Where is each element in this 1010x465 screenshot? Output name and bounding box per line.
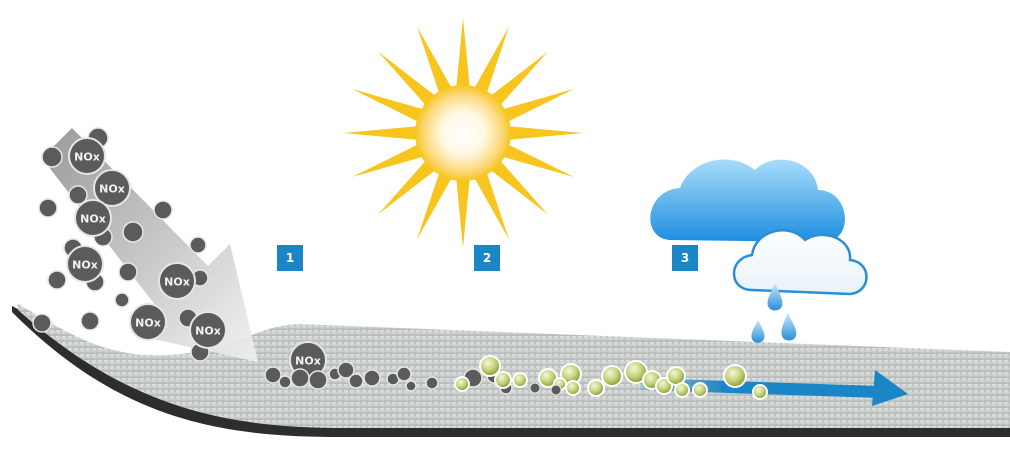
nox-particle bbox=[32, 313, 52, 333]
nox-molecule-circle bbox=[129, 303, 167, 341]
sun-ray bbox=[456, 18, 470, 88]
nox-molecule-circle bbox=[93, 169, 131, 207]
nox-label: NOx bbox=[74, 151, 100, 164]
nox-molecule: NOx bbox=[93, 169, 131, 207]
nox-particle bbox=[118, 262, 138, 282]
nox-particle bbox=[47, 270, 67, 290]
sun-ray bbox=[343, 126, 418, 140]
nox-particle bbox=[189, 236, 207, 254]
converted-particle bbox=[674, 382, 690, 398]
sun-ray bbox=[378, 51, 436, 106]
sun-ray bbox=[508, 126, 583, 140]
converted-particle bbox=[723, 364, 747, 388]
nox-molecule: NOx bbox=[74, 199, 112, 237]
nox-particle bbox=[529, 382, 541, 394]
nox-label: NOx bbox=[80, 213, 106, 226]
rain-drop-icon bbox=[751, 320, 765, 343]
converted-particle bbox=[454, 376, 470, 392]
sun-ray bbox=[456, 178, 470, 248]
nox-particle bbox=[363, 369, 381, 387]
rain-drop-icon bbox=[767, 283, 783, 311]
sun-icon bbox=[343, 18, 583, 248]
step-badge-2: 2 bbox=[474, 245, 500, 271]
converted-particle bbox=[587, 379, 605, 397]
nox-label: NOx bbox=[99, 183, 125, 196]
nox-particle bbox=[41, 146, 63, 168]
nox-molecule: NOx bbox=[158, 262, 196, 300]
converted-particle bbox=[565, 380, 581, 396]
nox-particle bbox=[264, 366, 282, 384]
converted-particle bbox=[479, 355, 501, 377]
converted-particle bbox=[601, 365, 623, 387]
nox-molecule-circle bbox=[189, 311, 227, 349]
sun-core bbox=[415, 85, 511, 181]
nox-molecule-circle bbox=[68, 137, 106, 175]
sun-ray bbox=[502, 144, 574, 178]
nox-molecule-circle bbox=[66, 245, 104, 283]
nox-particle bbox=[114, 292, 130, 308]
step-badge-3: 3 bbox=[672, 245, 698, 271]
nox-particle bbox=[80, 311, 100, 331]
nox-particle bbox=[550, 384, 562, 396]
sun-ray bbox=[474, 172, 509, 240]
nox-particle bbox=[38, 198, 58, 218]
nox-molecule: NOx bbox=[68, 137, 106, 175]
nox-molecule-circle bbox=[74, 199, 112, 237]
nox-particle bbox=[308, 370, 328, 390]
nox-molecule: NOx bbox=[189, 311, 227, 349]
cloud-front bbox=[732, 229, 868, 296]
converted-particle bbox=[512, 372, 528, 388]
sun-ray bbox=[417, 172, 452, 240]
sun-ray bbox=[378, 160, 436, 215]
nox-particle bbox=[337, 361, 355, 379]
converted-particle bbox=[494, 371, 512, 389]
nox-label: NOx bbox=[164, 276, 190, 289]
nox-label: NOx bbox=[195, 325, 221, 338]
rain-drop-icon bbox=[781, 313, 797, 341]
nox-label: NOx bbox=[295, 355, 321, 368]
sun-ray bbox=[490, 51, 548, 106]
step-badge-1: 1 bbox=[277, 245, 303, 271]
nox-label: NOx bbox=[72, 259, 98, 272]
sun-ray bbox=[474, 26, 509, 94]
nox-particle bbox=[290, 368, 310, 388]
converted-particle bbox=[752, 384, 768, 400]
sun-ray bbox=[352, 88, 424, 122]
sun-ray bbox=[417, 26, 452, 94]
nox-particle bbox=[348, 373, 364, 389]
sun-ray bbox=[490, 160, 548, 215]
cloud-icon bbox=[650, 159, 868, 343]
nox-molecule: NOx bbox=[66, 245, 104, 283]
nox-label: NOx bbox=[135, 317, 161, 330]
nox-particle bbox=[122, 221, 144, 243]
nox-molecule: NOx bbox=[129, 303, 167, 341]
nox-particle bbox=[153, 200, 173, 220]
nox-particle bbox=[425, 376, 439, 390]
cloud-back bbox=[650, 159, 845, 242]
nox-particle bbox=[278, 375, 292, 389]
sun-rays bbox=[343, 18, 583, 248]
nox-particle bbox=[68, 185, 88, 205]
converted-particle bbox=[692, 382, 708, 398]
nox-particle bbox=[396, 366, 412, 382]
nox-particle bbox=[405, 380, 417, 392]
sun-ray bbox=[352, 144, 424, 178]
nox-molecule-circle bbox=[158, 262, 196, 300]
sun-ray bbox=[502, 88, 574, 122]
